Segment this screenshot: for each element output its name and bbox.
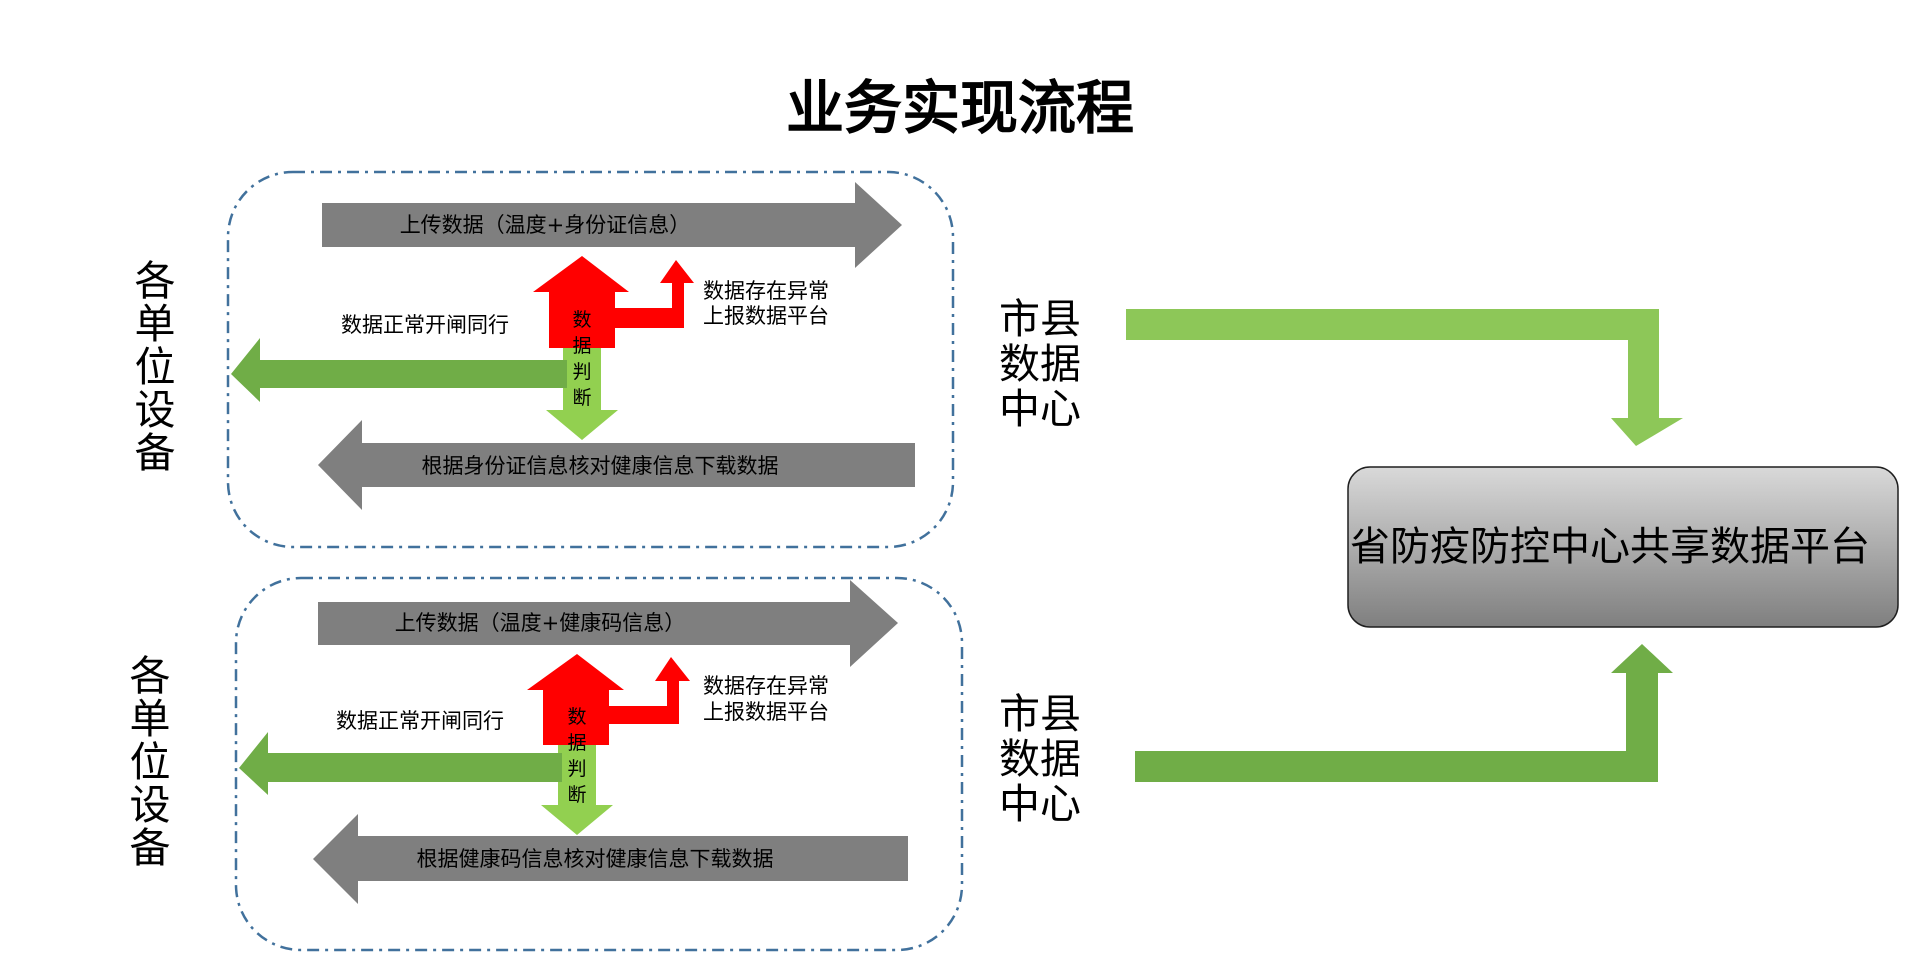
device-char: 设 bbox=[135, 386, 176, 434]
upload-arrow: 上传数据（温度+健康码信息） bbox=[318, 580, 898, 667]
center-line: 市县 bbox=[999, 295, 1081, 343]
center-label: 市县 数据 中心 bbox=[999, 690, 1081, 828]
device-char: 位 bbox=[130, 738, 171, 786]
upload-arrow: 上传数据（温度+身份证信息） bbox=[322, 182, 902, 268]
judge-char-2: 据 bbox=[572, 335, 591, 357]
upload-label: 上传数据（温度+身份证信息） bbox=[400, 213, 691, 237]
platform-box bbox=[1347, 466, 1899, 628]
flow-group-1: 上传数据（温度+身份证信息） 数据存在异常 上报数据平台 数 据 判 断 数据正… bbox=[135, 170, 1683, 549]
upload-arrow-shape bbox=[318, 580, 898, 667]
pass-arrow: 数据正常开闸同行 bbox=[231, 313, 567, 402]
judge-char-1: 数 bbox=[567, 706, 586, 728]
alarm-branch-arrow-shape bbox=[577, 657, 690, 724]
download-arrow: 根据健康码信息核对健康信息下载数据 bbox=[313, 814, 908, 904]
device-char: 各 bbox=[135, 257, 176, 305]
pass-arrow: 数据正常开闸同行 bbox=[239, 709, 562, 795]
judge-char-3: 判 bbox=[567, 758, 586, 780]
judge-char-3: 判 bbox=[572, 361, 591, 383]
download-label: 根据健康码信息核对健康信息下载数据 bbox=[417, 847, 774, 871]
platform-label: 省防疫防控中心共享数据平台 bbox=[1350, 524, 1870, 570]
pass-arrow-shape bbox=[239, 732, 562, 795]
device-label: 各 单 位 设 备 bbox=[130, 652, 171, 872]
page-title: 业务实现流程 bbox=[786, 74, 1134, 142]
center-to-platform-arrow bbox=[1126, 309, 1683, 446]
alarm-label-line-1: 数据存在异常 bbox=[703, 674, 829, 698]
device-char: 备 bbox=[135, 429, 176, 477]
download-arrow-shape bbox=[313, 814, 908, 904]
center-line: 中心 bbox=[999, 780, 1081, 828]
center-to-platform-arrow bbox=[1135, 644, 1673, 782]
judge-char-4: 断 bbox=[567, 784, 586, 806]
alarm-label-line-2: 上报数据平台 bbox=[703, 700, 829, 724]
device-group-border bbox=[234, 576, 964, 952]
device-char: 单 bbox=[135, 300, 176, 348]
upload-label: 上传数据（温度+健康码信息） bbox=[395, 611, 686, 635]
judge-char-2: 据 bbox=[567, 732, 586, 754]
center-label: 市县 数据 中心 bbox=[999, 295, 1081, 433]
download-label: 根据身份证信息核对健康信息下载数据 bbox=[422, 454, 779, 478]
alarm-branch-arrow-shape bbox=[582, 260, 694, 328]
flow-group-2: 上传数据（温度+健康码信息） 数据存在异常 上报数据平台 数 据 判 断 数据正… bbox=[130, 576, 1673, 952]
upload-arrow-shape bbox=[322, 182, 902, 268]
pass-label: 数据正常开闸同行 bbox=[336, 709, 504, 733]
device-char: 备 bbox=[130, 824, 171, 872]
download-arrow-shape bbox=[318, 420, 915, 510]
device-group-border bbox=[226, 170, 955, 549]
provincial-platform: 省防疫防控中心共享数据平台 bbox=[1347, 466, 1899, 628]
judge-char-4: 断 bbox=[572, 387, 591, 409]
alarm-label-line-1: 数据存在异常 bbox=[703, 279, 829, 303]
alarm-arrow: 数据存在异常 上报数据平台 bbox=[527, 654, 829, 745]
device-char: 设 bbox=[130, 781, 171, 829]
judge-char-1: 数 bbox=[572, 309, 591, 331]
center-line: 中心 bbox=[999, 385, 1081, 433]
center-line: 数据 bbox=[999, 735, 1081, 783]
pass-label: 数据正常开闸同行 bbox=[341, 313, 509, 337]
device-char: 位 bbox=[135, 343, 176, 391]
alarm-label-line-2: 上报数据平台 bbox=[703, 304, 829, 328]
device-char: 单 bbox=[130, 695, 171, 743]
device-char: 各 bbox=[130, 652, 171, 700]
center-line: 数据 bbox=[999, 340, 1081, 388]
alarm-arrow: 数据存在异常 上报数据平台 bbox=[533, 256, 829, 348]
pass-arrow-shape bbox=[231, 338, 567, 402]
device-label: 各 单 位 设 备 bbox=[135, 257, 176, 477]
download-arrow: 根据身份证信息核对健康信息下载数据 bbox=[318, 420, 915, 510]
center-line: 市县 bbox=[999, 690, 1081, 738]
